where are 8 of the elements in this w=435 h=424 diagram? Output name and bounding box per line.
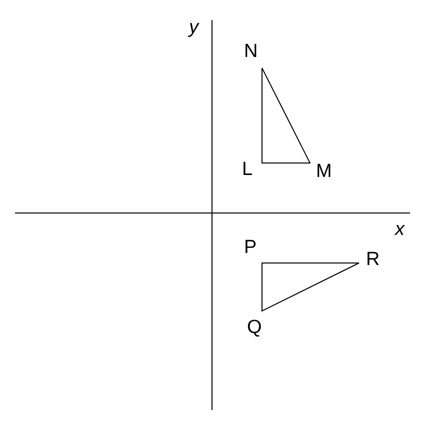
vertex-label: R bbox=[366, 250, 380, 270]
vertex-label: P bbox=[244, 238, 257, 258]
vertex-label: L bbox=[242, 160, 253, 180]
axis-label: x bbox=[395, 220, 404, 240]
axis-label: y bbox=[189, 18, 198, 38]
vertex-label: Q bbox=[247, 318, 262, 338]
vertex-label: N bbox=[244, 42, 258, 62]
vertex-label: M bbox=[316, 162, 332, 182]
